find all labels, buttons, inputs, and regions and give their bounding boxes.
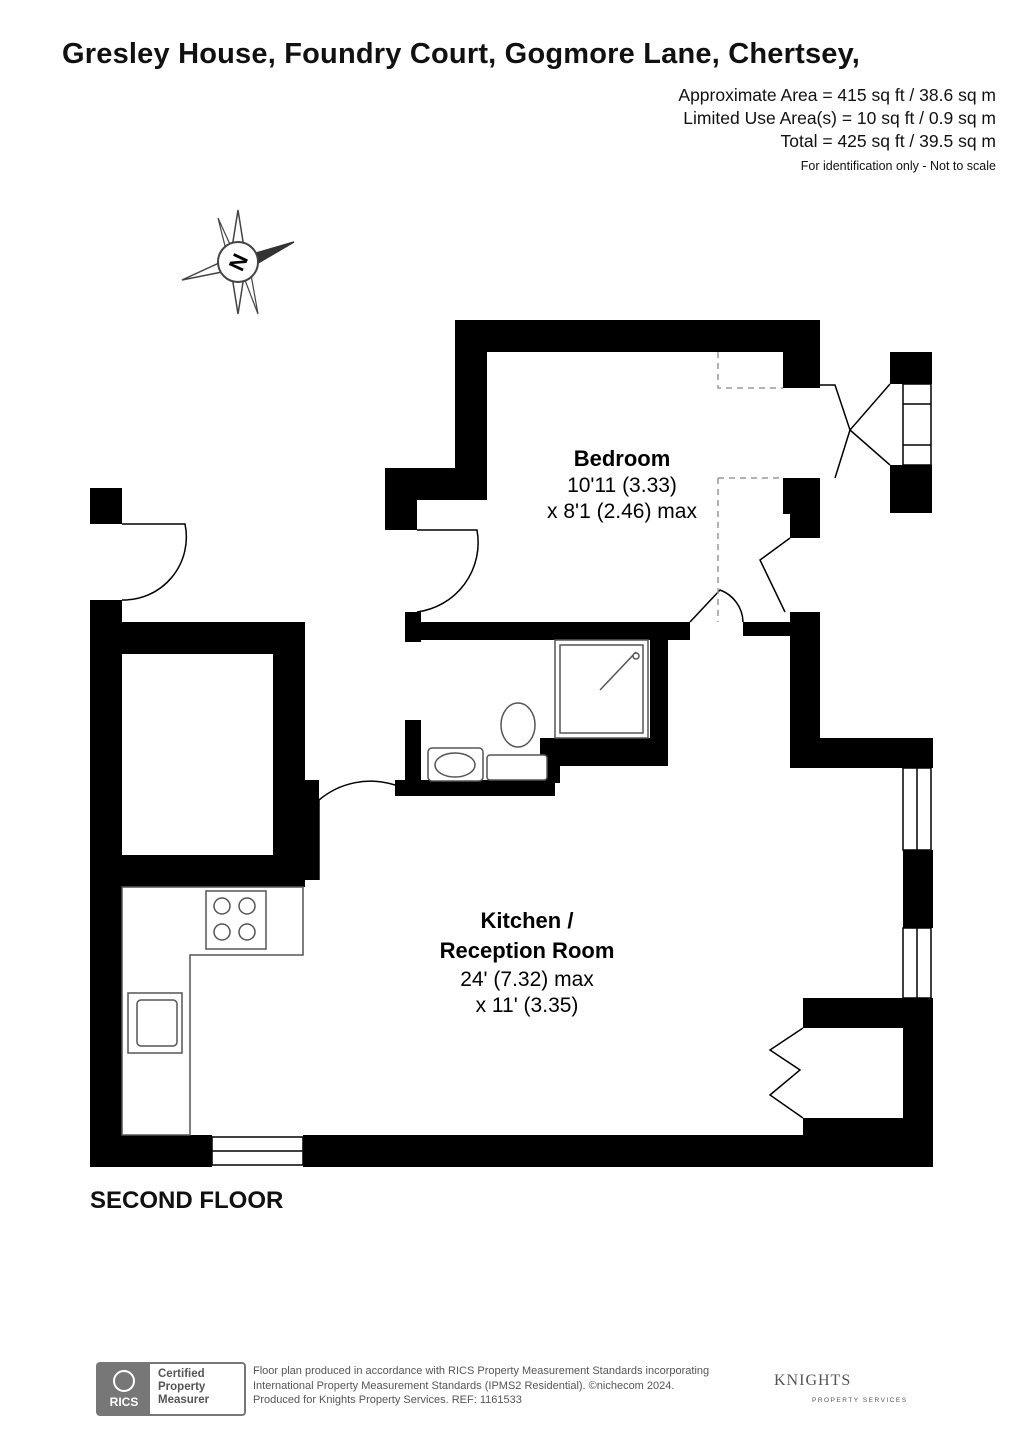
toilet-icon xyxy=(500,702,536,748)
walls xyxy=(90,320,933,1167)
bathroom-fixtures xyxy=(427,639,649,782)
kitchen-name1: Kitchen / xyxy=(481,908,574,933)
limited-use-outline xyxy=(717,352,783,622)
floor-label: SECOND FLOOR xyxy=(90,1187,284,1214)
bedroom-dim2: x 8'1 (2.46) max xyxy=(547,500,697,523)
bedroom-name: Bedroom xyxy=(574,446,671,471)
footer: RICS Certified Property Measurer Floor p… xyxy=(96,1362,926,1422)
production-note: Floor plan produced in accordance with R… xyxy=(253,1365,710,1406)
kitchen-dim2: x 11' (3.35) xyxy=(476,994,579,1017)
bedroom-label: Bedroom 10'11 (3.33) x 8'1 (2.46) max xyxy=(547,446,697,523)
rics-badge: RICS Certified Property Measurer xyxy=(96,1362,246,1416)
limited-use-area: Limited Use Area(s) = 10 sq ft / 0.9 sq … xyxy=(683,108,996,128)
hob-icon xyxy=(205,890,267,950)
doors xyxy=(121,383,891,1119)
total-area: Total = 425 sq ft / 39.5 sq m xyxy=(780,131,996,151)
identification-note: For identification only - Not to scale xyxy=(800,159,996,173)
kitchen-label: Kitchen / Reception Room 24' (7.32) max … xyxy=(440,908,615,1017)
kitchen-name2: Reception Room xyxy=(440,938,615,963)
plan-title: Gresley House, Foundry Court, Gogmore La… xyxy=(62,38,861,70)
kitchen-dim1: 24' (7.32) max xyxy=(460,968,594,991)
windows xyxy=(211,383,932,1166)
area-summary: Approximate Area = 415 sq ft / 38.6 sq m… xyxy=(678,84,996,176)
approx-area: Approximate Area = 415 sq ft / 38.6 sq m xyxy=(678,85,996,105)
bedroom-dim1: 10'11 (3.33) xyxy=(567,474,677,497)
knights-logo: KNIGHTS PROPERTY SERVICES xyxy=(774,1372,908,1404)
rics-logo: RICS xyxy=(98,1364,150,1414)
rics-badge-text: Certified Property Measurer xyxy=(158,1368,210,1406)
compass-icon: N xyxy=(181,209,295,315)
kitchen-fixtures xyxy=(121,886,304,1136)
